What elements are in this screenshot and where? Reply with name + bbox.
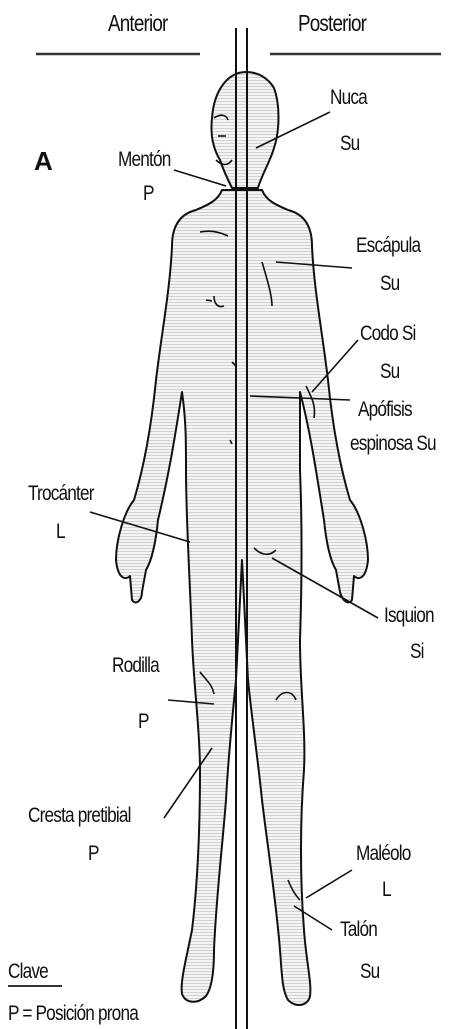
label-maleolo-code: L <box>382 878 391 901</box>
key-title: Clave <box>8 960 48 983</box>
label-codo: Codo Si <box>360 322 416 345</box>
label-cresta-code: P <box>88 842 99 865</box>
label-escapula-code: Su <box>380 272 399 295</box>
label-trocanter-code: L <box>56 520 65 543</box>
label-apofisis-2: espinosa Su <box>350 432 436 455</box>
label-menton-code: P <box>143 182 154 205</box>
body-silhouette <box>116 72 368 1005</box>
label-rodilla: Rodilla <box>112 654 159 677</box>
key-prona: P = Posición prona <box>8 1002 138 1025</box>
leader-maleolo <box>306 870 352 898</box>
label-isquion-code: Si <box>410 640 424 663</box>
label-nuca: Nuca <box>330 86 367 109</box>
label-menton: Mentón <box>118 148 171 171</box>
anterior-header: Anterior <box>108 12 167 35</box>
label-trocanter: Trocánter <box>28 482 94 505</box>
label-talon-code: Su <box>360 960 379 983</box>
posterior-header: Posterior <box>298 12 366 35</box>
label-talon: Talón <box>340 918 377 941</box>
leader-menton <box>174 170 226 186</box>
label-apofisis-1: Apófisis <box>358 398 412 421</box>
label-rodilla-code: P <box>138 710 149 733</box>
label-cresta: Cresta pretibial <box>28 804 131 827</box>
label-isquion: Isquion <box>384 604 434 627</box>
label-maleolo: Maléolo <box>356 842 411 865</box>
label-nuca-code: Su <box>340 132 359 155</box>
panel-letter: A <box>34 150 52 173</box>
label-codo-code: Su <box>380 360 399 383</box>
label-escapula: Escápula <box>356 234 420 257</box>
